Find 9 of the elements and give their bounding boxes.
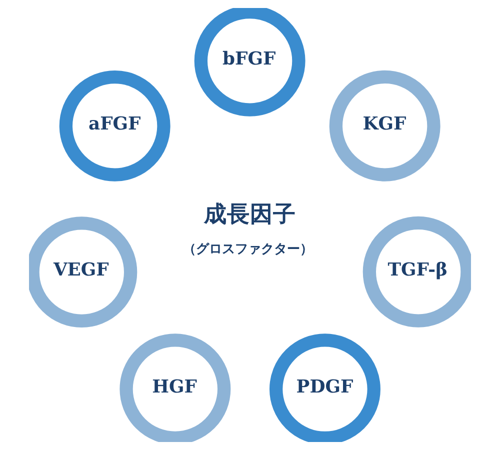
label: 成長因子: [204, 201, 296, 228]
label: （グロスファクター）: [182, 242, 313, 257]
node-circle: HGF: [120, 334, 231, 442]
node-circle: KGF: [329, 70, 440, 182]
node-circle: PDGF: [270, 334, 380, 442]
node-circle: VEGF: [29, 216, 138, 328]
node-circle: TGF-β: [362, 216, 471, 328]
node-circle: aFGF: [59, 70, 170, 182]
node-circle: bFGF: [194, 8, 306, 116]
